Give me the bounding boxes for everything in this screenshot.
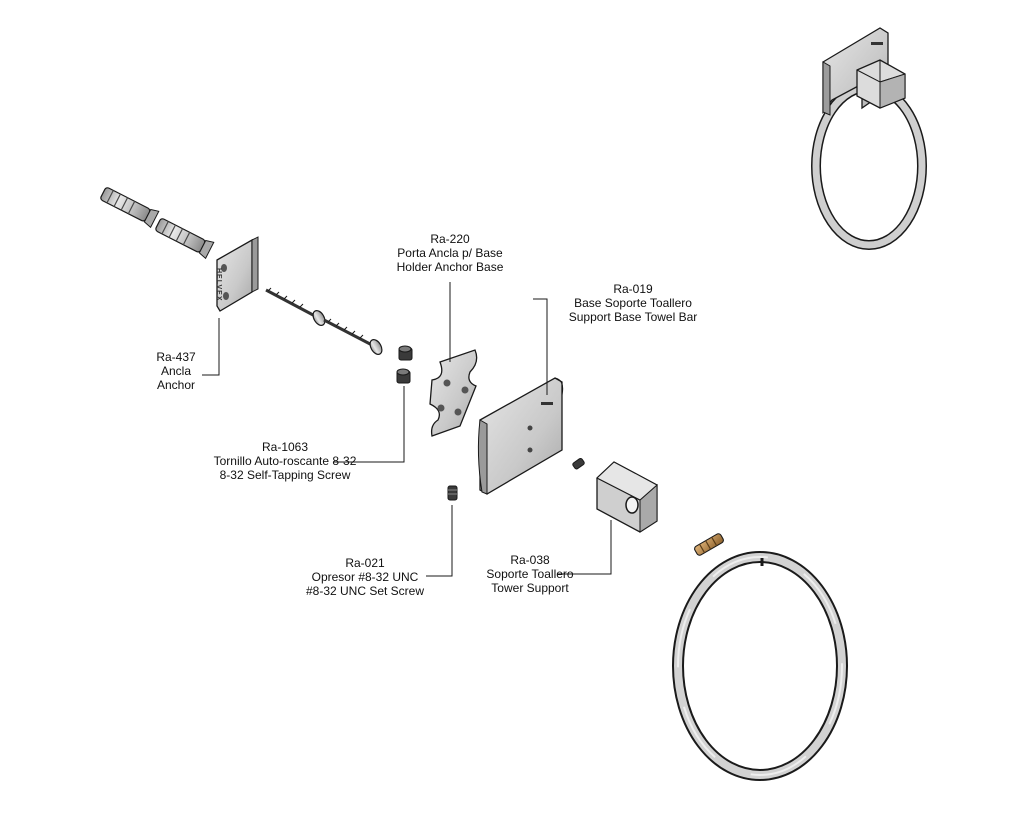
holder-anchor-base	[429, 349, 478, 437]
brass-connector	[694, 533, 724, 556]
part-code: Ra-220	[430, 232, 470, 246]
part-name-en: #8-32 UNC Set Screw	[305, 584, 425, 598]
label-ra-021: Ra-021 Opresor #8-32 UNC #8-32 UNC Set S…	[306, 556, 424, 598]
leader-lines	[202, 282, 612, 577]
part-name-en: Anchor	[156, 378, 196, 392]
part-name-es: Soporte Toallero	[486, 567, 574, 581]
part-code: Ra-021	[345, 556, 385, 570]
part-name-es: Opresor #8-32 UNC	[311, 570, 419, 584]
tower-support-block	[596, 461, 658, 533]
anchor-bracket	[216, 236, 259, 312]
brand-mark-on-anchor: HELVEX	[215, 268, 222, 302]
assembled-towel-ring	[811, 27, 927, 250]
part-name-es: Base Soporte Toallero	[574, 296, 692, 310]
set-screws	[447, 457, 585, 501]
label-ra-038: Ra-038 Soporte Toallero Tower Support	[486, 553, 573, 595]
part-name-es: Ancla	[160, 364, 192, 378]
part-name-en: Support Base Towel Bar	[568, 310, 698, 324]
label-ra-437: Ra-437 Ancla Anchor	[156, 350, 195, 392]
label-ra-1063: Ra-1063 Tornillo Auto-roscante 8-32 8-32…	[214, 440, 357, 482]
part-code: Ra-437	[156, 350, 196, 364]
part-name-es: Porta Ancla p/ Base	[397, 246, 503, 260]
label-ra-019: Ra-019 Base Soporte Toallero Support Bas…	[569, 282, 698, 324]
towel-ring	[672, 551, 848, 781]
part-name-es: Tornillo Auto-roscante 8-32	[213, 454, 357, 468]
part-name-en: Tower Support	[491, 581, 569, 595]
part-name-en: Holder Anchor Base	[396, 260, 504, 274]
part-code: Ra-019	[613, 282, 653, 296]
part-code: Ra-038	[510, 553, 550, 567]
label-ra-220: Ra-220 Porta Ancla p/ Base Holder Anchor…	[397, 232, 504, 274]
mounting-screws	[265, 287, 383, 355]
wall-anchor-plugs	[100, 187, 215, 260]
self-tapping-screws	[396, 345, 413, 384]
support-base-plate	[477, 377, 564, 495]
part-code: Ra-1063	[261, 440, 309, 454]
part-name-en: 8-32 Self-Tapping Screw	[219, 468, 351, 482]
